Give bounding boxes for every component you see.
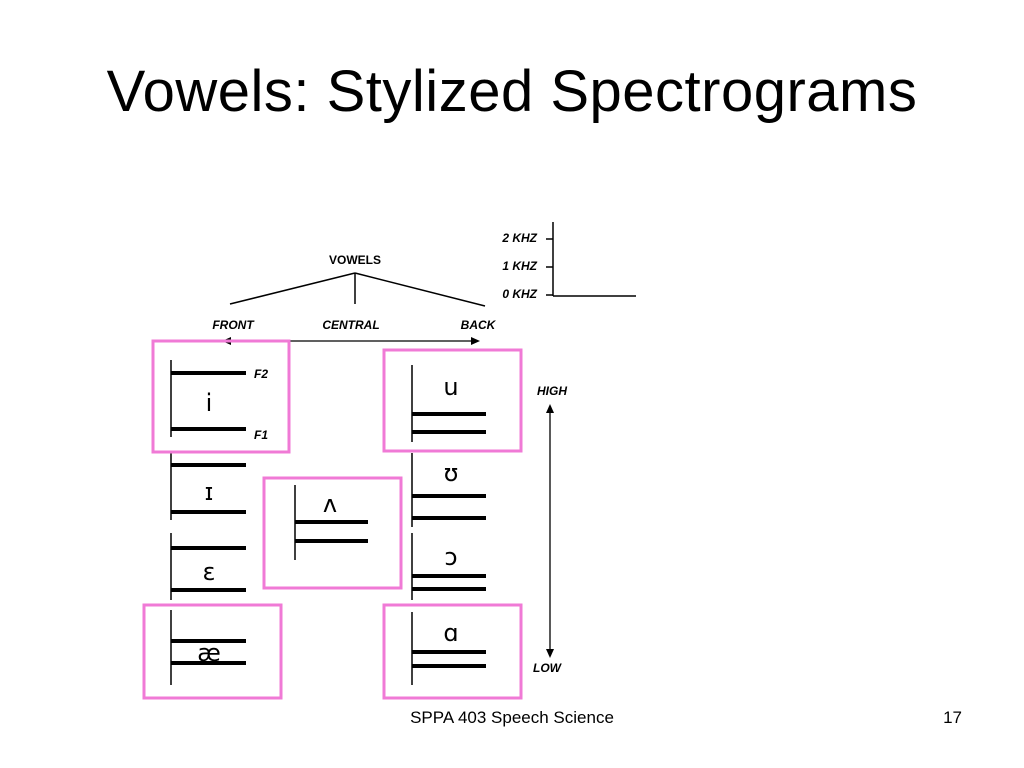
vowel-spectrogram-ah: ɑ [411, 612, 486, 685]
vowel-spectrogram-ae: æ [170, 610, 246, 685]
low-label: LOW [533, 661, 563, 675]
front-label: FRONT [212, 318, 255, 332]
highlight-box-ae [142, 603, 283, 700]
back-label: BACK [461, 318, 497, 332]
f2-label: F2 [254, 367, 268, 381]
vowel-symbol-aw: ɔ [444, 543, 457, 571]
vowel-symbol-eh: ɛ [203, 558, 216, 586]
scale-label-0khz: 0 KHZ [502, 287, 537, 301]
vowel-symbol-ae: æ [197, 639, 221, 667]
vowel-symbol-ih: ɪ [205, 478, 214, 506]
category-tree-lines [229, 272, 486, 307]
vowel-symbol-i: i [206, 389, 213, 417]
scale-label-2khz: 2 KHZ [501, 231, 537, 245]
highlight-box-u [382, 348, 523, 453]
vowel-spectrogram-uh-back: ʊ [411, 453, 486, 527]
vowel-spectrogram-aw: ɔ [411, 533, 486, 600]
slide-title: Vowels: Stylized Spectrograms [106, 59, 918, 124]
highlight-box-ah [382, 603, 523, 700]
vowel-spectrogram-ih: ɪ [170, 453, 246, 520]
f1-label: F1 [254, 428, 268, 442]
highlight-boxes [142, 339, 523, 700]
central-label: CENTRAL [322, 318, 379, 332]
vowel-symbol-ʊ: ʊ [444, 459, 459, 487]
vowel-symbol-uh: ʌ [323, 490, 337, 518]
highlight-box-i [151, 339, 291, 454]
vowel-symbol-ah: ɑ [443, 619, 458, 647]
high-low-arrow [546, 404, 554, 658]
vowel-spectrogram-eh: ɛ [170, 533, 246, 600]
vowel-spectrogram-uh: ʌ [294, 485, 368, 560]
highlight-box-uh [262, 476, 403, 590]
page-number: 17 [943, 708, 962, 727]
footer-course-name: SPPA 403 Speech Science [410, 708, 614, 727]
vowel-spectrogram-u: u [411, 365, 486, 442]
high-label: HIGH [537, 384, 567, 398]
frequency-scale [546, 222, 636, 297]
vowel-spectrogram-i: i F2 F1 [170, 360, 268, 442]
vowel-symbol-u: u [443, 373, 458, 401]
scale-label-1khz: 1 KHZ [502, 259, 537, 273]
vowels-root-label: VOWELS [329, 253, 381, 267]
